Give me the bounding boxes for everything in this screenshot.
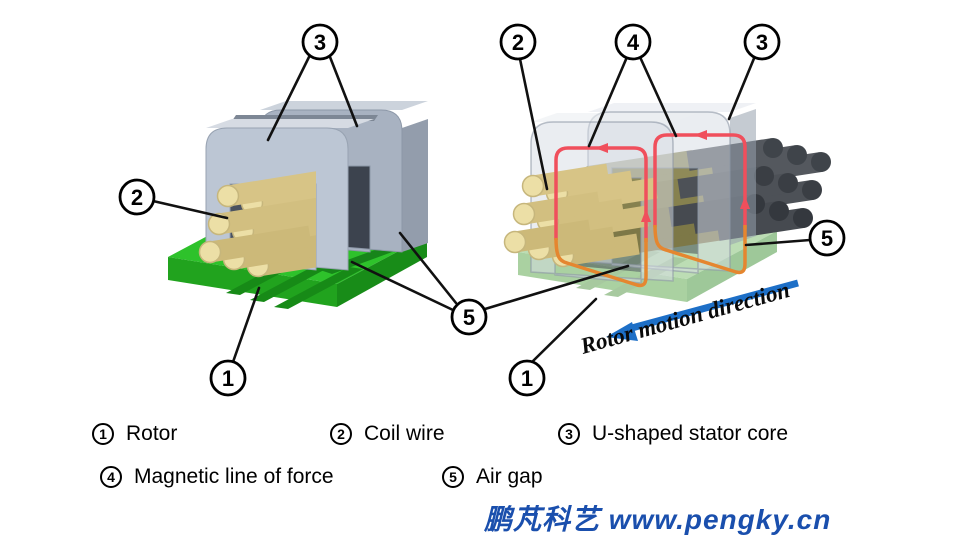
- field-loop-back: [653, 130, 750, 275]
- legend-circle-5: 5: [442, 466, 464, 488]
- svg-text:1: 1: [521, 366, 533, 391]
- callout-coil-right: 2: [499, 23, 537, 61]
- magnetic-field-lines: [554, 130, 750, 288]
- field-arrow-left: [595, 143, 608, 153]
- right-coil-rods-front: [503, 163, 658, 268]
- field-arrow-up: [641, 209, 651, 222]
- svg-text:5: 5: [821, 226, 833, 251]
- legend-label-air-gap: Air gap: [476, 465, 543, 488]
- callout-markers: 3 2 1 5 2 4 3 1: [118, 23, 846, 397]
- back-core-side-face: [402, 119, 428, 252]
- rotor-side-face: [337, 236, 427, 307]
- legend-label-coil-wire: Coil wire: [364, 422, 445, 445]
- callout-stator-left: 3: [301, 23, 339, 61]
- svg-text:4: 4: [627, 30, 640, 55]
- svg-text:3: 3: [756, 30, 768, 55]
- legend-item-stator-core: 3 U-shaped stator core: [558, 422, 788, 446]
- svg-text:3: 3: [314, 30, 326, 55]
- legend-item-magnetic-line: 4 Magnetic line of force: [100, 465, 334, 489]
- front-core-top-face: [206, 119, 374, 128]
- watermark: 鹏芃科艺 www.pengky.cn: [484, 504, 832, 535]
- legend-circle-1: 1: [92, 423, 114, 445]
- motion-arrow-head: [606, 322, 638, 341]
- motion-arrow: [606, 279, 799, 341]
- back-core-top-face: [260, 101, 428, 110]
- leader-lines: [151, 54, 812, 364]
- rod-shadow: [274, 267, 363, 309]
- front-core-top-face: [531, 113, 699, 122]
- motion-arrow-shaft: [627, 279, 799, 333]
- left-assembly: [168, 101, 428, 309]
- callout-coil-left: 2: [118, 178, 156, 216]
- svg-text:5: 5: [463, 305, 475, 330]
- back-core-top-face: [588, 103, 756, 112]
- callout-rotor-left: 1: [209, 359, 247, 397]
- back-core-side-face: [730, 109, 756, 245]
- callout-field-lines: 4: [614, 23, 652, 61]
- legend-label-stator-core: U-shaped stator core: [592, 422, 789, 445]
- legend-item-air-gap: 5 Air gap: [442, 465, 543, 489]
- field-loop-front: [554, 143, 651, 288]
- callout-airgap-middle: 5: [450, 298, 488, 336]
- legend-circle-4: 4: [100, 466, 122, 488]
- callout-stator-right: 3: [743, 23, 781, 61]
- rotor-side-face: [687, 231, 777, 302]
- legend-circle-3: 3: [558, 423, 580, 445]
- rod-shadow: [250, 260, 339, 302]
- legend-circle-2: 2: [330, 423, 352, 445]
- field-arrow-up: [740, 196, 750, 209]
- svg-text:2: 2: [131, 185, 143, 210]
- right-assembly: [503, 103, 831, 302]
- legend-item-coil-wire: 2 Coil wire: [330, 422, 445, 446]
- field-arrow-left: [694, 130, 707, 140]
- legend-label-rotor: Rotor: [126, 422, 178, 445]
- legend-item-rotor: 1 Rotor: [92, 422, 177, 446]
- svg-text:2: 2: [512, 30, 524, 55]
- callout-rotor-right: 1: [508, 359, 546, 397]
- svg-text:1: 1: [222, 366, 234, 391]
- callout-airgap-right: 5: [808, 219, 846, 257]
- left-coil-rods: [198, 171, 316, 278]
- legend-label-magnetic-line: Magnetic line of force: [134, 465, 334, 488]
